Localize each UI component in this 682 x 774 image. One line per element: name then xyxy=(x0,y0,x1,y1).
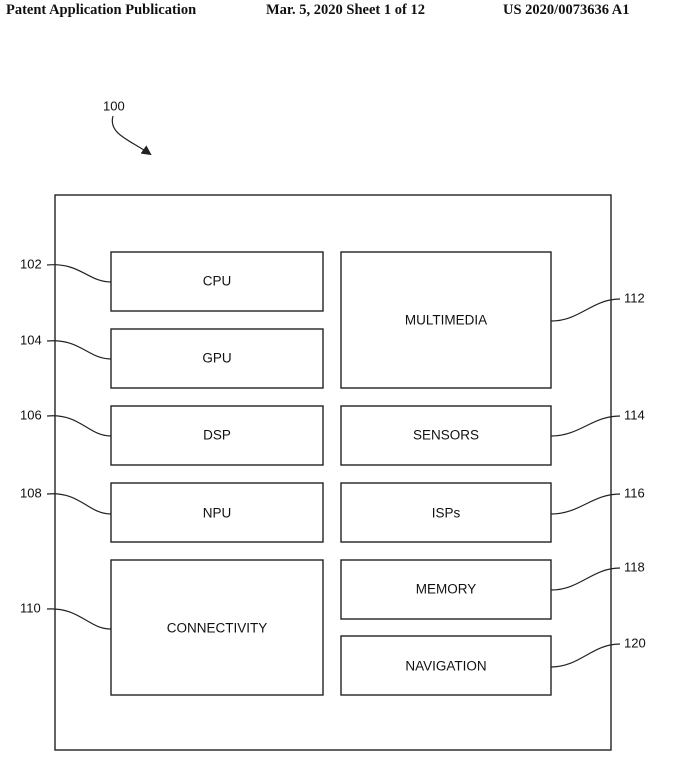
ref-114: 114 xyxy=(624,407,645,422)
leader-110 xyxy=(46,608,112,630)
leader-102 xyxy=(46,264,112,283)
cpu-label: CPU xyxy=(203,274,232,289)
ref-120: 120 xyxy=(624,635,646,650)
leader-120 xyxy=(550,643,621,668)
ref-116: 116 xyxy=(624,485,645,500)
leader-114 xyxy=(550,415,621,437)
leader-106 xyxy=(46,415,112,437)
npu-label: NPU xyxy=(203,506,232,521)
ref-100-arrow xyxy=(111,115,152,156)
memory-block: MEMORY xyxy=(340,559,552,620)
leader-112 xyxy=(550,298,621,322)
date-and-sheet: Mar. 5, 2020 Sheet 1 of 12 xyxy=(266,2,425,18)
ref-104: 104 xyxy=(20,332,42,347)
multimedia-label: MULTIMEDIA xyxy=(405,313,487,328)
page-header: Patent Application Publication Mar. 5, 2… xyxy=(0,0,682,22)
ref-100: 100 xyxy=(103,98,125,113)
leader-104 xyxy=(46,340,112,360)
leader-116 xyxy=(550,493,621,515)
isps-block: ISPs xyxy=(340,482,552,543)
dsp-block: DSP xyxy=(110,405,324,466)
ref-108: 108 xyxy=(20,485,42,500)
ref-102: 102 xyxy=(20,256,42,271)
gpu-block: GPU xyxy=(110,328,324,389)
ref-106: 106 xyxy=(20,407,42,422)
ref-110: 110 xyxy=(20,600,41,615)
publication-type: Patent Application Publication xyxy=(6,2,197,18)
memory-label: MEMORY xyxy=(416,582,477,597)
ref-112: 112 xyxy=(624,290,645,305)
connectivity-block: CONNECTIVITY xyxy=(110,559,324,696)
leader-118 xyxy=(550,567,621,591)
navigation-block: NAVIGATION xyxy=(340,635,552,696)
navigation-label: NAVIGATION xyxy=(405,659,486,674)
dsp-label: DSP xyxy=(203,428,231,443)
gpu-label: GPU xyxy=(202,351,231,366)
leader-108 xyxy=(46,493,112,515)
sensors-block: SENSORS xyxy=(340,405,552,466)
isps-label: ISPs xyxy=(432,506,461,521)
connectivity-label: CONNECTIVITY xyxy=(167,621,268,636)
ref-118: 118 xyxy=(624,559,645,574)
sensors-label: SENSORS xyxy=(413,428,479,443)
cpu-block: CPU xyxy=(110,251,324,312)
publication-number: US 2020/0073636 A1 xyxy=(503,2,630,18)
multimedia-block: MULTIMEDIA xyxy=(340,251,552,389)
npu-block: NPU xyxy=(110,482,324,543)
